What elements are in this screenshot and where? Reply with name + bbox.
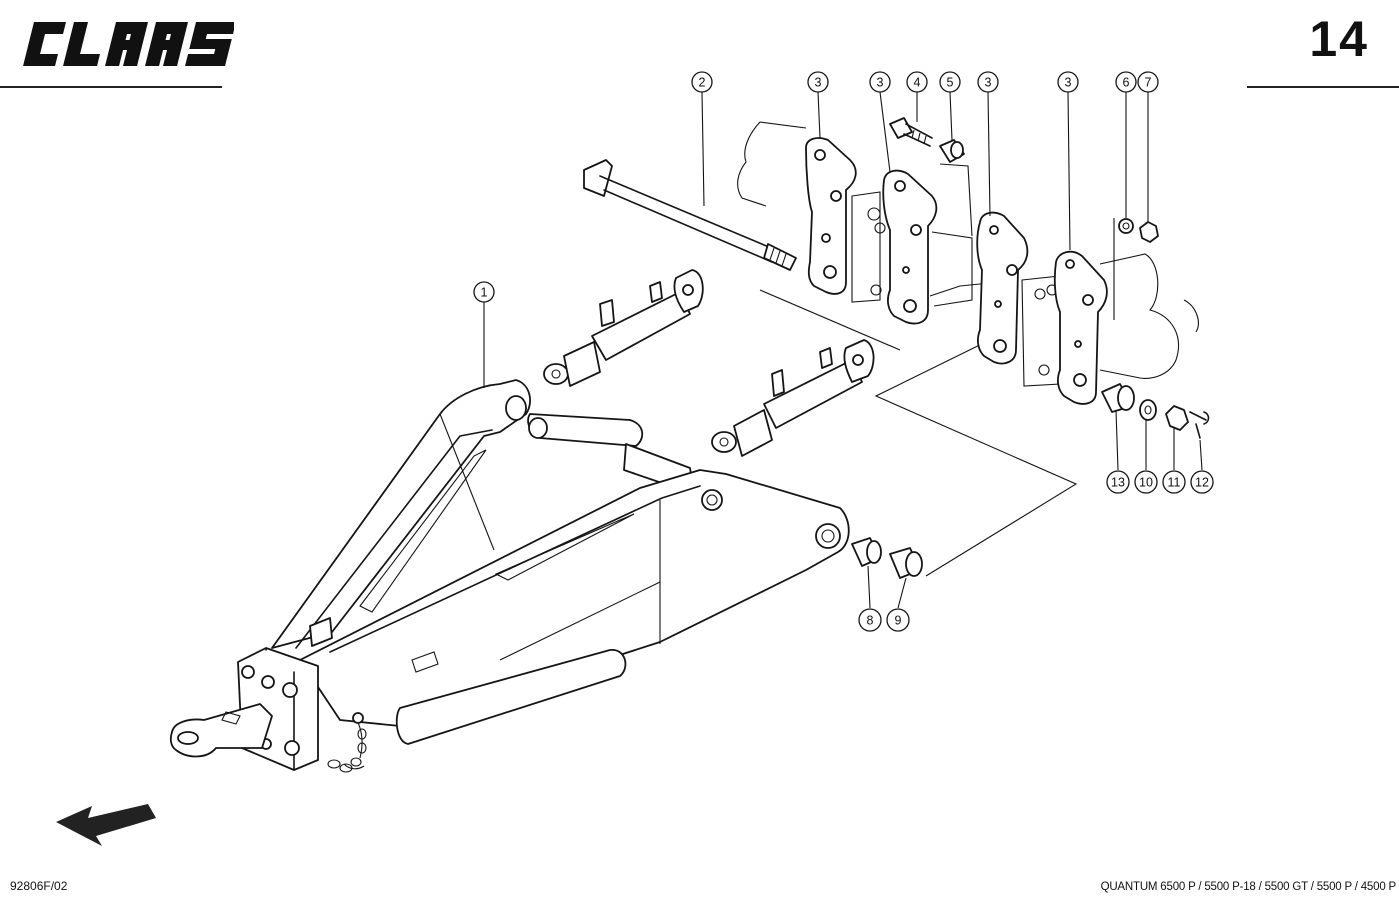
callout-label: 8 bbox=[867, 614, 874, 628]
link-plate-4 bbox=[1053, 250, 1108, 405]
bushing-upper bbox=[1101, 383, 1135, 413]
hydraulic-cylinder-upper bbox=[543, 269, 704, 387]
callout-label: 6 bbox=[1123, 76, 1130, 90]
callout-9: 9 bbox=[886, 608, 910, 632]
split-pin bbox=[1189, 411, 1210, 439]
callout-7: 7 bbox=[1137, 71, 1159, 93]
assembly-line-a bbox=[759, 289, 901, 351]
callout-11: 11 bbox=[1162, 470, 1186, 494]
header-rule-left bbox=[0, 86, 222, 88]
callout-label: 10 bbox=[1139, 476, 1153, 490]
bushing-left bbox=[851, 537, 882, 567]
callout-12: 12 bbox=[1190, 470, 1214, 494]
assembly-line-c bbox=[874, 334, 1078, 577]
callout-label: 9 bbox=[895, 614, 902, 628]
callout-label: 4 bbox=[914, 76, 921, 90]
callout-3d: 3 bbox=[1057, 71, 1079, 93]
callout-3a: 3 bbox=[807, 71, 829, 93]
callout-label: 1 bbox=[481, 286, 488, 300]
mounting-tube-outline bbox=[737, 121, 1199, 387]
bolt bbox=[889, 117, 933, 147]
callout-3b: 3 bbox=[869, 71, 891, 93]
castle-nut bbox=[1165, 405, 1189, 431]
callout-label: 11 bbox=[1168, 476, 1181, 490]
callout-label: 13 bbox=[1111, 476, 1125, 490]
hydraulic-cylinder-lower bbox=[711, 339, 875, 457]
pivot-pin bbox=[583, 159, 797, 271]
claas-logo bbox=[23, 22, 234, 66]
callout-label: 5 bbox=[947, 76, 954, 90]
header-rule-right bbox=[1247, 86, 1399, 88]
callout-3c: 3 bbox=[977, 71, 999, 93]
callout-10: 10 bbox=[1134, 470, 1158, 494]
callout-label: 3 bbox=[815, 76, 822, 90]
callout-2: 2 bbox=[691, 71, 713, 93]
page-number: 14 bbox=[1309, 11, 1369, 67]
callout-8: 8 bbox=[858, 608, 882, 632]
model-line: QUANTUM 6500 P / 5500 P-18 / 5500 GT / 5… bbox=[1100, 881, 1397, 893]
callout-label: 3 bbox=[1065, 76, 1072, 90]
spacer bbox=[939, 139, 965, 163]
callout-4: 4 bbox=[906, 71, 928, 93]
link-plate-2 bbox=[882, 169, 938, 325]
callout-13: 13 bbox=[1106, 470, 1130, 494]
washer bbox=[1139, 399, 1157, 421]
callout-label: 3 bbox=[877, 76, 884, 90]
washer-small bbox=[1118, 218, 1134, 234]
bushing-right bbox=[889, 547, 923, 579]
callout-5: 5 bbox=[939, 71, 961, 93]
callout-1: 1 bbox=[473, 281, 495, 303]
link-plate-3 bbox=[976, 211, 1029, 365]
callout-label: 3 bbox=[985, 76, 992, 90]
callout-label: 12 bbox=[1195, 476, 1209, 490]
callout-label: 7 bbox=[1145, 76, 1152, 90]
arrow-down-left-icon bbox=[56, 804, 156, 846]
callout-6: 6 bbox=[1115, 71, 1137, 93]
nut-small bbox=[1139, 221, 1159, 243]
drawing-code: 92806F/02 bbox=[10, 879, 68, 893]
link-plate-1 bbox=[805, 137, 857, 295]
callout-leaders bbox=[483, 91, 1203, 609]
drawbar-frame bbox=[169, 379, 850, 773]
callout-label: 2 bbox=[699, 76, 706, 90]
